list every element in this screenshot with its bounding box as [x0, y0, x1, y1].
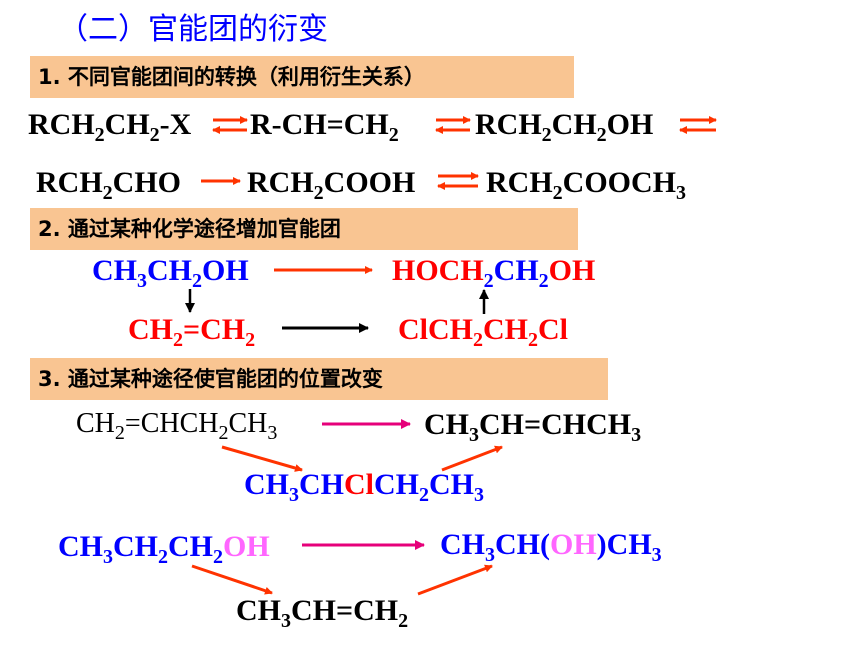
formula-propene: CH3CH=CH2 [236, 594, 409, 632]
formula-alcohol: RCH2CH2OH [475, 108, 654, 146]
formula-alkyl-halide: RCH2CH2-X [28, 108, 192, 146]
page-title: （二）官能团的衍变 [58, 12, 328, 47]
formula-1-propanol: CH3CH2CH2OH [58, 530, 270, 568]
section-2-header: 2. 通过某种化学途径增加官能团 [30, 208, 578, 250]
formula-ethanol: CH3CH2OH [92, 254, 249, 292]
formula-2-propanol: CH3CH(OH)CH3 [440, 528, 662, 566]
section-2-label: 2. 通过某种化学途径增加官能团 [38, 217, 341, 241]
arrow-red-propene-2propanol [417, 564, 493, 596]
formula-dichloroethane: ClCH2CH2Cl [398, 313, 568, 351]
reversible-arrow-alcohol-next [679, 116, 717, 134]
reversible-arrow-acid-ester [437, 172, 479, 190]
formula-ethylene: CH2=CH2 [128, 313, 256, 351]
section-1-header: 1. 不同官能团间的转换（利用衍生关系） [30, 56, 574, 98]
formula-carboxylic-acid: RCH2COOH [247, 166, 416, 204]
formula-ester: RCH2COOCH3 [486, 166, 687, 204]
formula-2-chlorobutane: CH3CHClCH2CH3 [244, 468, 484, 506]
formula-alkene: R-CH=CH2 [250, 108, 399, 146]
arrow-red-butene-chlorobutane [221, 445, 303, 472]
formula-ethylene-glycol: HOCH2CH2OH [392, 254, 596, 292]
reversible-arrow-halide-alkene [212, 116, 248, 134]
formula-2-butene: CH3CH=CHCH3 [424, 408, 642, 446]
arrow-red-propanol-propene [191, 564, 273, 595]
formula-1-butene: CH2=CHCH2CH3 [76, 408, 278, 444]
formula-aldehyde: RCH2CHO [36, 166, 182, 204]
section-1-label: 1. 不同官能团间的转换（利用衍生关系） [38, 65, 425, 89]
reversible-arrow-alkene-alcohol [435, 116, 471, 134]
section-3-label: 3. 通过某种途径使官能团的位置改变 [38, 367, 383, 391]
section-3-header: 3. 通过某种途径使官能团的位置改变 [30, 358, 608, 400]
arrow-red-chlorobutane-2butene [441, 445, 503, 472]
